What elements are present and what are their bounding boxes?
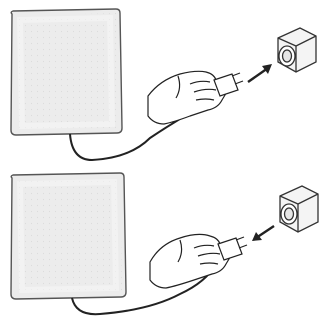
plug-icon bbox=[214, 73, 243, 96]
arrow-away-from-socket-icon bbox=[252, 226, 274, 241]
arrow-toward-socket-icon bbox=[248, 64, 272, 82]
plug-icon bbox=[218, 237, 247, 260]
wall-socket-icon bbox=[280, 186, 318, 232]
wall-socket-icon bbox=[278, 28, 316, 72]
panel-heater-icon bbox=[11, 173, 126, 299]
panel-heater-icon bbox=[11, 9, 122, 135]
step-1-plug-in bbox=[11, 9, 316, 160]
step-2-unplug bbox=[11, 173, 318, 314]
